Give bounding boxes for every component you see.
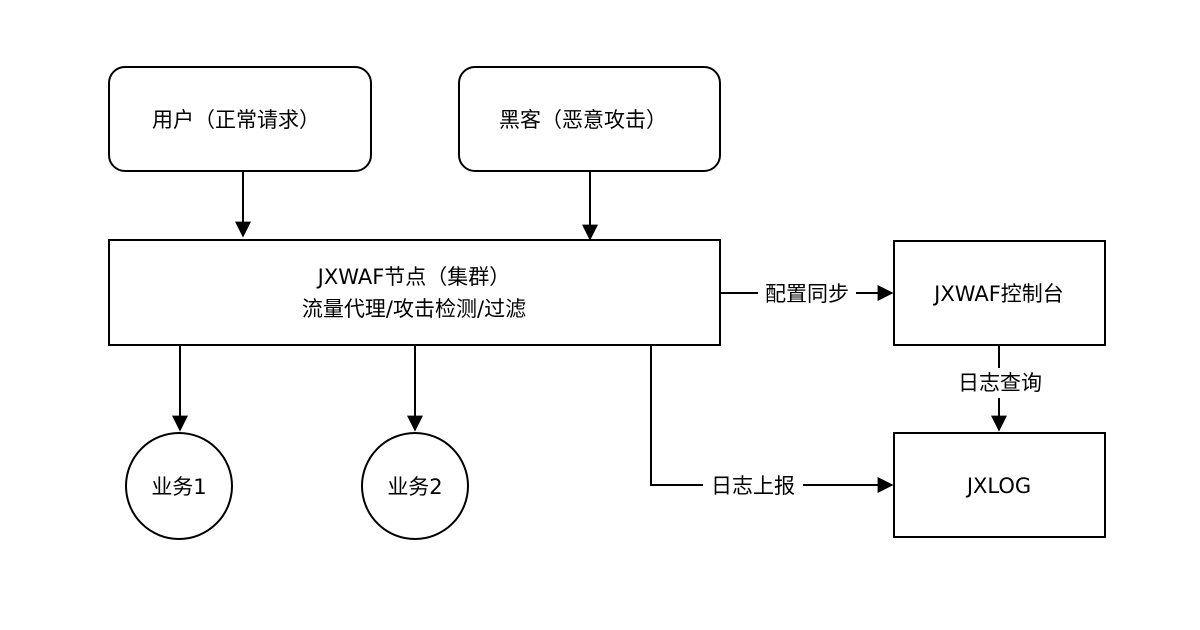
edge-label-log-report: 日志上报 bbox=[711, 474, 795, 498]
edge-config-sync: 配置同步 bbox=[721, 278, 894, 308]
edge-label-log-query: 日志查询 bbox=[958, 371, 1042, 395]
node-business1: 业务1 bbox=[125, 432, 233, 540]
node-business1-label: 业务1 bbox=[151, 475, 206, 499]
node-business2: 业务2 bbox=[361, 432, 469, 540]
node-user-label: 用户（正常请求） bbox=[152, 108, 320, 132]
node-jxlog: JXLOG bbox=[893, 432, 1106, 538]
node-jxwaf-subtitle: 流量代理/攻击检测/过滤 bbox=[302, 297, 526, 321]
node-jxlog-label: JXLOG bbox=[965, 474, 1031, 498]
node-jxwaf: JXWAF节点（集群） 流量代理/攻击检测/过滤 bbox=[108, 239, 721, 346]
node-business2-label: 业务2 bbox=[387, 475, 442, 499]
edge-log-query: 日志查询 bbox=[950, 346, 1050, 432]
node-hacker: 黑客（恶意攻击） bbox=[458, 66, 721, 172]
node-console: JXWAF控制台 bbox=[893, 240, 1106, 346]
edge-label-config-sync: 配置同步 bbox=[765, 282, 849, 306]
node-hacker-label: 黑客（恶意攻击） bbox=[499, 108, 667, 132]
node-user: 用户（正常请求） bbox=[108, 66, 372, 172]
node-console-label: JXWAF控制台 bbox=[932, 282, 1064, 306]
node-jxwaf-title: JXWAF节点（集群） bbox=[316, 265, 511, 289]
edge-log-report: 日志上报 bbox=[650, 346, 894, 500]
